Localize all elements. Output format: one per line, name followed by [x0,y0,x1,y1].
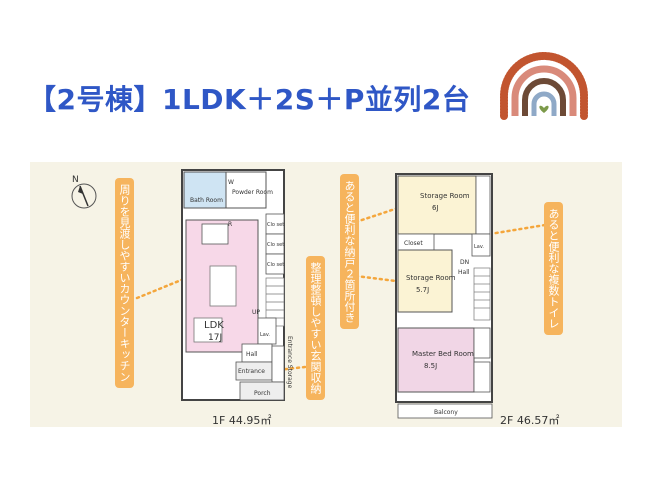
stairs-2f [473,267,491,321]
closet-label-3: Clo set [267,262,284,268]
up-label: UP [252,309,260,316]
storage-room-2 [397,249,453,313]
ldk-label: LDK [204,320,224,331]
callout-storage-rooms: あると便利な納戸２箇所付き [340,174,359,329]
balcony [397,403,493,419]
master-label: Master Bed Room [412,350,474,358]
callout-kitchen: 周りを見渡しやすいカウンターキッチン [115,178,134,388]
storage-room-1 [397,175,477,235]
closet-label-1: Clo set [267,222,284,228]
lavatory-1f [257,317,277,345]
dining-table [209,265,237,307]
entrance-storage [271,345,285,383]
bath-room [183,171,227,209]
master-bedroom [397,327,475,393]
callout-toilets: あると便利な複数トイレ [544,202,563,335]
closet-2f-top [475,175,491,235]
closet-label-2: Clo set [267,242,284,248]
floor1-plan: Bath Room Powder Room W R Clo set Clo se… [181,169,285,401]
entrance-label: Entrance [238,368,265,375]
ldk-size: 17J [208,333,222,343]
r-label: R [228,221,232,228]
balcony-label: Balcony [434,409,458,416]
lavatory-2f [471,233,491,257]
closet-2f-b1 [473,327,491,359]
lav-label-1f: Lav. [260,332,270,338]
dn-label: DN [460,259,469,266]
floor2-area: 2F 46.57㎡ [500,414,560,427]
storage2-label: Storage Room [406,274,456,282]
floor1-area: 1F 44.95㎡ [212,414,272,427]
porch-label: Porch [254,390,271,397]
callout-entrance-storage: 整理整頓しやすい玄関収納 [306,256,325,400]
hall-label-2f: Hall [458,269,470,276]
closet-2f-b2 [473,361,491,393]
sofa [193,317,223,343]
storage1-label: Storage Room [420,192,470,200]
rainbow-logo-icon [500,52,588,120]
storage2-size: 5.7J [416,286,429,294]
floor2-plan: Storage Room 6J Closet Storage Room 5.7J… [395,173,493,419]
bath-label: Bath Room [190,197,223,204]
north-compass-icon: N [71,175,97,209]
compass-label: N [72,175,79,185]
storage1-size: 6J [432,204,439,212]
master-size: 8.5J [424,362,437,370]
entrance-storage-label: Entrance Storage [286,336,293,389]
powder-label: Powder Room [232,189,273,196]
w-label: W [228,179,234,186]
closet-2f-label: Closet [404,240,423,247]
porch [239,381,285,401]
powder-room [225,171,267,209]
closet-3 [265,253,285,275]
hall-label-1f: Hall [246,351,258,358]
lav-label-2f: Lav. [474,244,484,250]
page-title: 【2号棟】1LDK＋2S＋P並列2台 [28,83,471,116]
kitchen-counter [201,223,229,245]
